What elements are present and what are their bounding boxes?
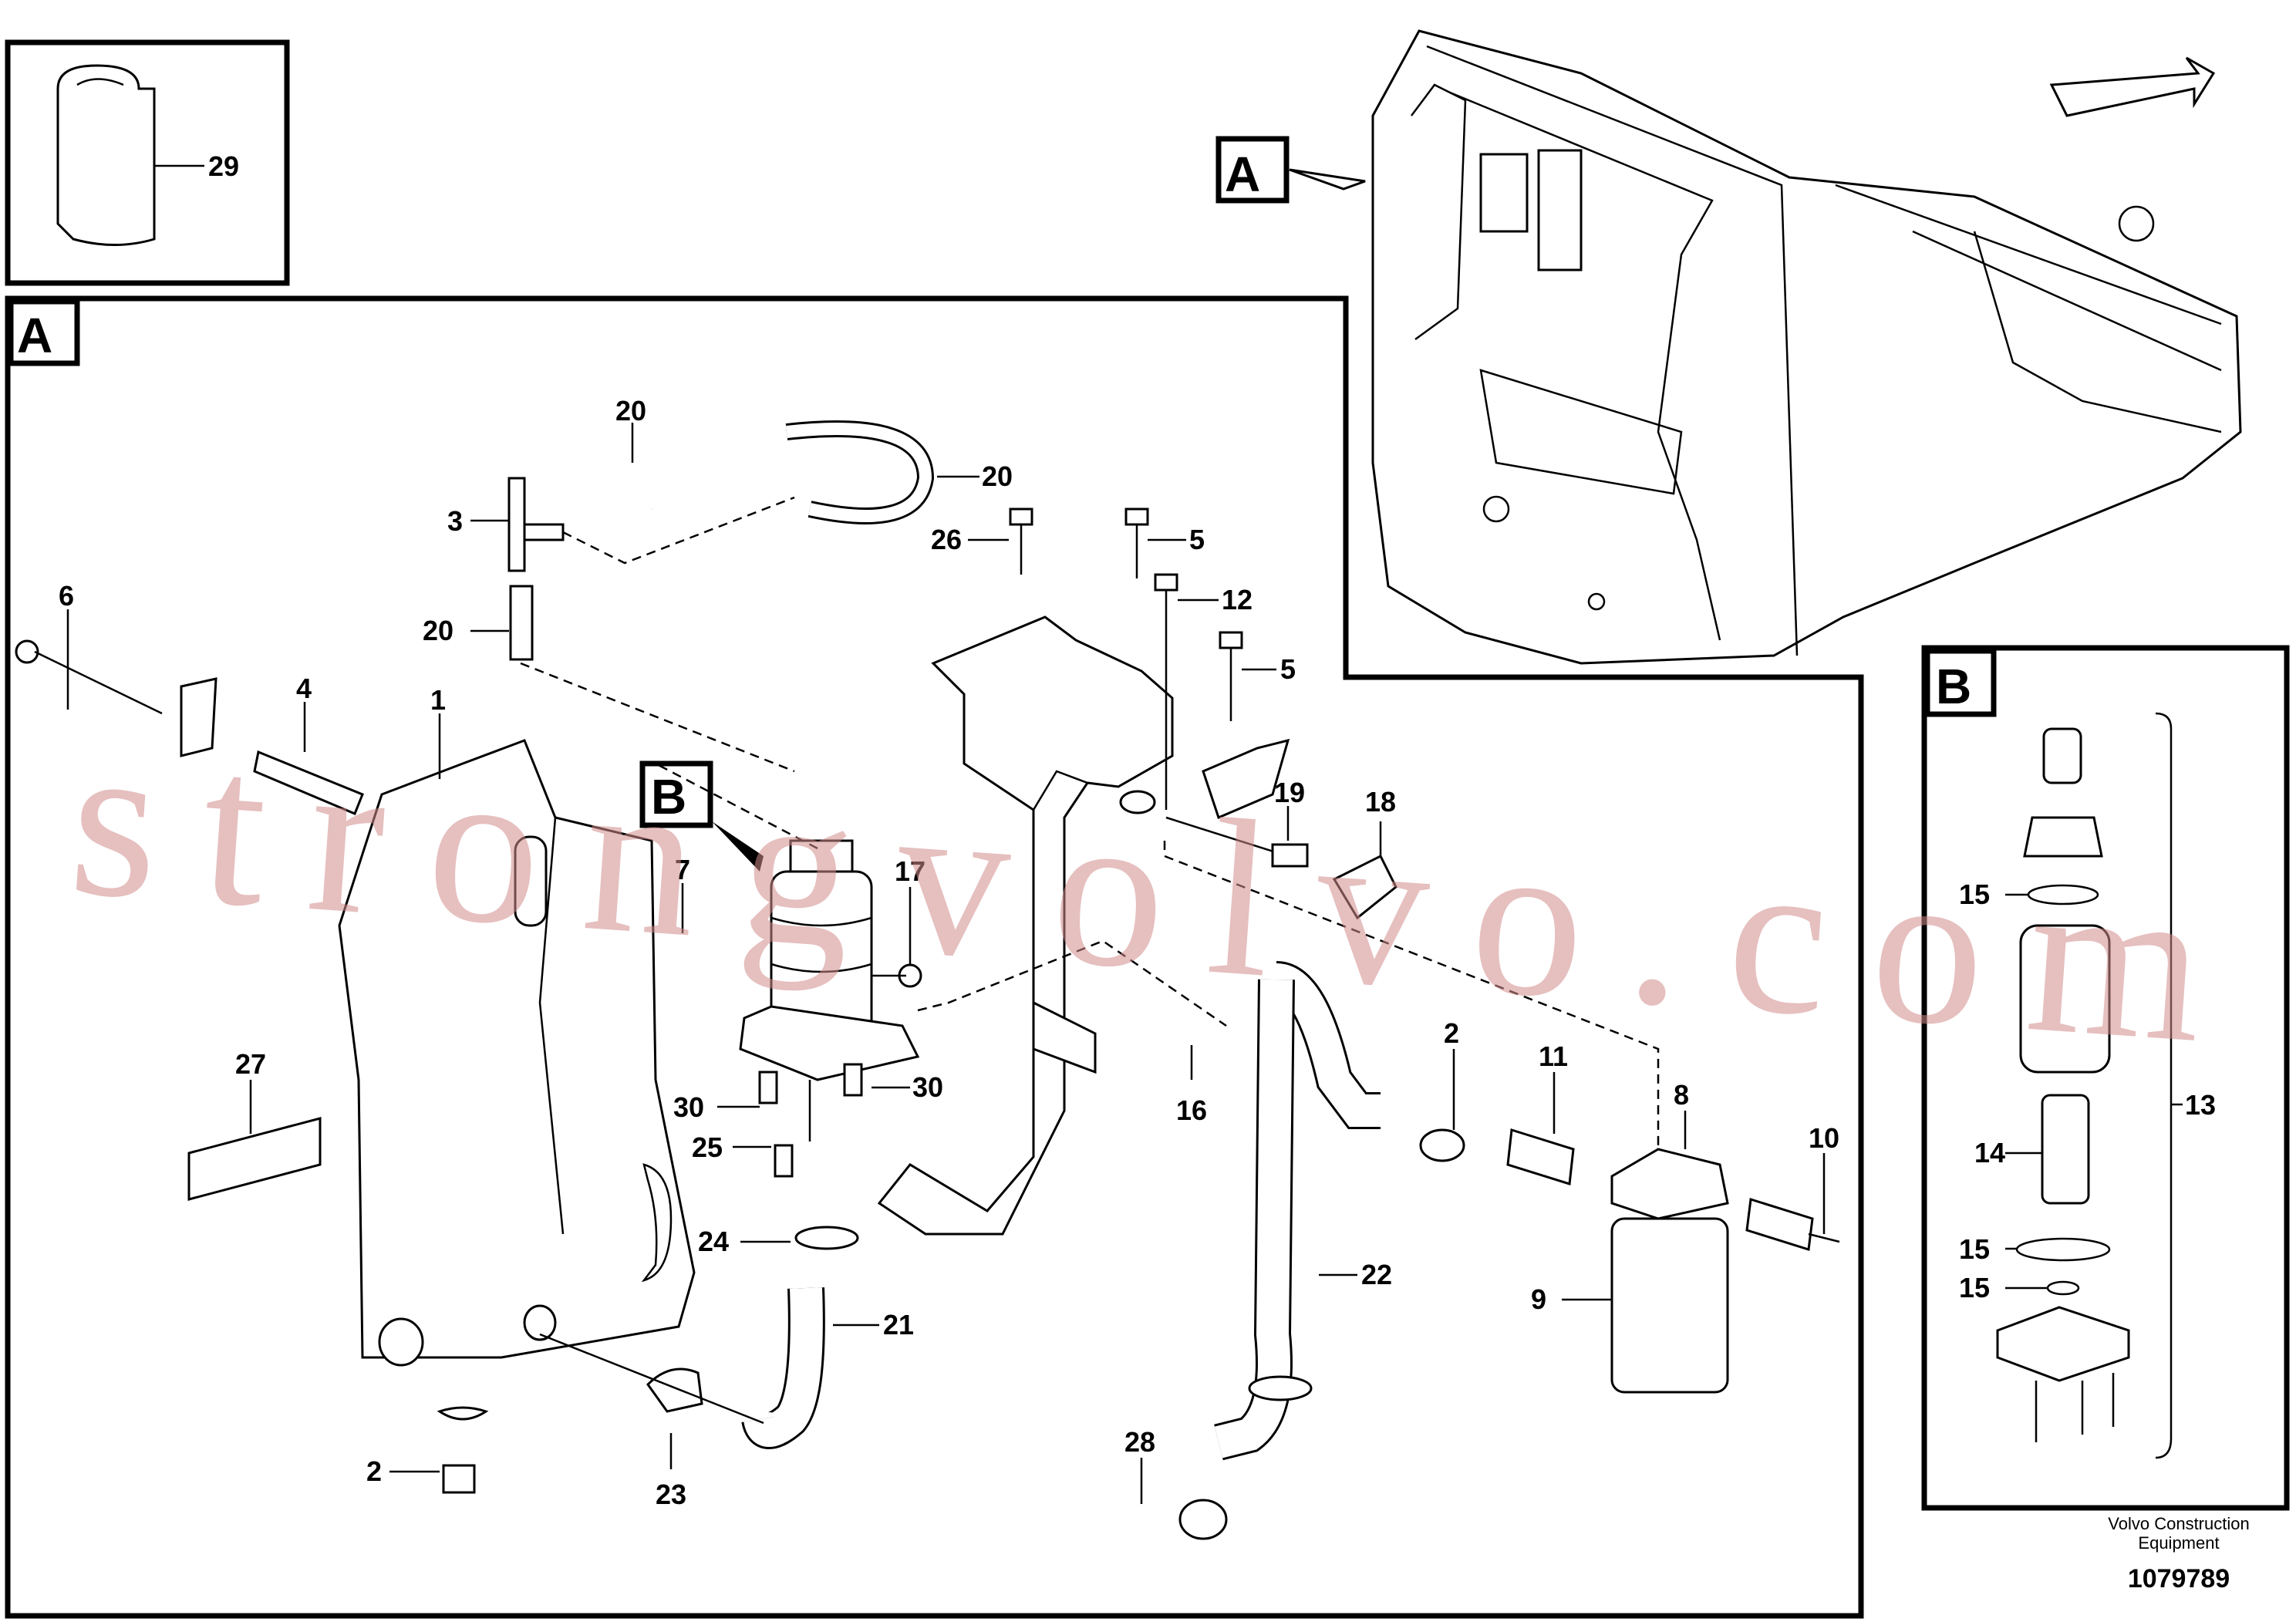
callout-16: 16 — [1176, 1094, 1207, 1126]
leader-lines — [66, 423, 2183, 1504]
fitting-19-cap-18 — [1165, 816, 1397, 920]
callout-15-bottom: 15 — [1959, 1272, 1990, 1303]
callout-17: 17 — [895, 855, 925, 887]
bolt-and-tube — [15, 639, 364, 815]
callout-19: 19 — [1274, 777, 1305, 808]
footer-company-line1: Volvo Construction — [2108, 1514, 2249, 1533]
footer: Volvo Construction Equipment 1079789 — [2108, 1514, 2249, 1593]
callout-11: 11 — [1539, 1040, 1568, 1072]
callout-10: 10 — [1809, 1122, 1839, 1154]
callout-14: 14 — [1974, 1137, 2005, 1168]
callouts: 20 20 3 20 6 4 1 26 5 12 5 19 18 7 17 16… — [59, 395, 2216, 1510]
callout-29: 29 — [208, 150, 239, 182]
callout-20-right: 20 — [982, 460, 1013, 492]
callout-3: 3 — [447, 505, 463, 537]
callout-25: 25 — [692, 1131, 723, 1163]
hose-21-clamps — [539, 1226, 859, 1449]
hoses-20-fitting-3 — [506, 383, 935, 773]
callout-24: 24 — [698, 1226, 729, 1257]
callout-12: 12 — [1222, 584, 1253, 615]
callout-6: 6 — [59, 580, 74, 612]
callout-30-left: 30 — [673, 1091, 704, 1123]
drawing-number: 1079789 — [2128, 1564, 2230, 1593]
filter-b-exploded — [1996, 712, 2173, 1459]
hydraulic-tank — [338, 739, 696, 1494]
detail-label-a: A — [17, 308, 52, 363]
decal-27 — [187, 1117, 322, 1201]
overview-label-a: A — [1225, 147, 1260, 202]
detail-label-b: B — [1936, 659, 1971, 714]
suction-filter-unit — [655, 762, 1227, 1178]
bolts-top — [1009, 508, 1243, 810]
machine-overview: A — [1215, 29, 2242, 665]
callout-18: 18 — [1365, 786, 1396, 818]
callout-15-mid: 15 — [1959, 1233, 1990, 1265]
detail-frame-a — [5, 295, 1864, 1619]
callout-21: 21 — [883, 1309, 914, 1340]
footer-company-line2: Equipment — [2138, 1533, 2219, 1553]
callout-5-upper: 5 — [1189, 524, 1205, 555]
callout-5-lower: 5 — [1280, 653, 1296, 685]
callout-20-left: 20 — [423, 615, 453, 646]
callout-8: 8 — [1674, 1079, 1689, 1111]
callout-15-top: 15 — [1959, 878, 1990, 910]
callout-4: 4 — [296, 673, 312, 704]
callout-13: 13 — [2185, 1089, 2216, 1121]
callout-9: 9 — [1531, 1283, 1546, 1315]
pointer-label-b: B — [651, 769, 686, 824]
callout-2-left: 2 — [366, 1455, 382, 1487]
callout-23: 23 — [656, 1479, 686, 1510]
callout-27: 27 — [235, 1048, 266, 1080]
callout-1: 1 — [430, 684, 446, 716]
callout-22: 22 — [1361, 1259, 1392, 1290]
callout-2-right: 2 — [1444, 1017, 1459, 1049]
hose-22-filter-9 — [1163, 841, 1840, 1540]
callout-7: 7 — [675, 854, 690, 885]
callout-28: 28 — [1124, 1426, 1155, 1458]
detail-box-part-29: 29 — [5, 39, 290, 286]
callout-30-right: 30 — [912, 1071, 943, 1103]
callout-20-top: 20 — [615, 395, 646, 427]
callout-26: 26 — [931, 524, 962, 555]
detail-frame-b — [1921, 645, 2290, 1511]
mounting-bracket — [877, 615, 1290, 1236]
